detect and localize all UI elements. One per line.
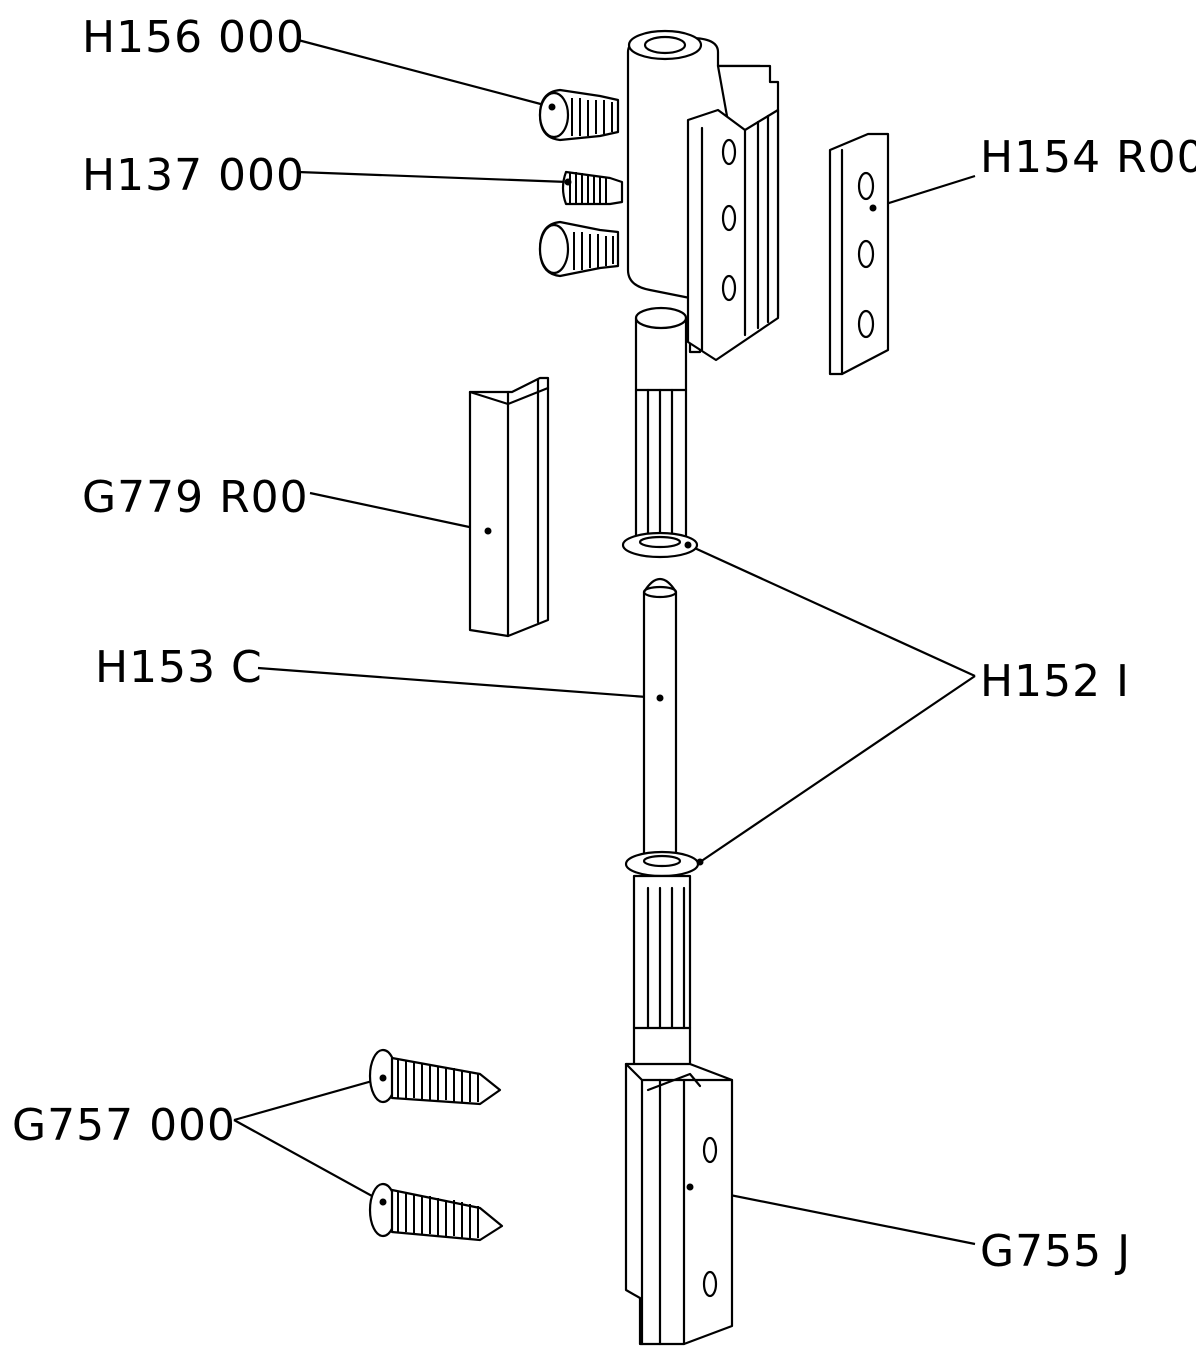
leader-dot-h137: [564, 178, 572, 186]
label-g757: G757 000: [12, 1100, 236, 1151]
leader-h153: [257, 666, 661, 700]
leader-dot-g755: [686, 1183, 694, 1191]
cover-plate-h154: [828, 132, 890, 376]
leader-g755: [689, 1185, 976, 1246]
label-h152: H152 I: [980, 656, 1130, 707]
label-h153: H153 C: [95, 642, 263, 693]
leader-g779: [309, 491, 489, 533]
hinge-upper-leaf: [626, 29, 780, 362]
label-h137: H137 000: [82, 150, 305, 201]
leader-dot-g757-lower: [379, 1198, 387, 1206]
leader-g757-upper: [233, 1076, 384, 1122]
washer-h152-lower: [624, 850, 704, 878]
leader-h137: [297, 170, 569, 184]
leader-g757-lower: [233, 1119, 384, 1203]
leader-dot-h152-upper: [684, 541, 692, 549]
washer-h152-upper: [621, 531, 699, 559]
upper-pin-bushing: [634, 306, 688, 540]
leader-lines: [233, 38, 976, 1246]
lower-pin-bushing: [632, 874, 692, 1074]
leader-h152-upper: [687, 543, 976, 678]
wood-screw-g757-lower: [368, 1182, 504, 1242]
leader-dot-g757-upper: [379, 1074, 387, 1082]
label-h154: H154 R00: [980, 132, 1196, 183]
leader-dot-h153: [656, 694, 664, 702]
label-h156: H156 000: [82, 12, 305, 63]
hinge-lower-leaf-g755: [624, 1062, 734, 1346]
set-screw-h156-lower: [538, 220, 620, 278]
leader-dot-g779: [484, 527, 492, 535]
wood-screw-g757-upper: [368, 1048, 502, 1106]
leader-h154: [872, 174, 976, 210]
label-g779: G779 R00: [82, 472, 309, 523]
label-g755: G755 J: [980, 1226, 1131, 1277]
grub-screw-h137: [561, 170, 624, 206]
cover-strip-g779: [468, 376, 550, 638]
leader-dot-h152-lower: [696, 858, 704, 866]
leader-dot-h156: [548, 103, 556, 111]
leader-h156: [297, 38, 553, 109]
set-screw-h156-upper: [538, 88, 620, 142]
leader-dot-h154: [869, 204, 877, 212]
hinge-pin-h153: [642, 577, 678, 868]
leader-h152-lower: [699, 675, 976, 863]
